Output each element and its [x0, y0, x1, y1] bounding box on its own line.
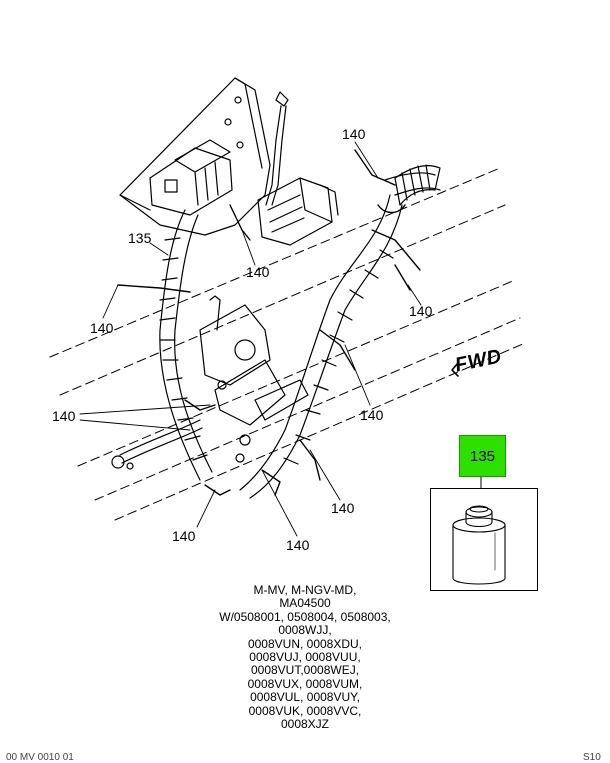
relay-connector-block: [149, 139, 233, 216]
note-line: MA04500: [279, 596, 331, 611]
callout-140-bottom-right: 140: [331, 500, 355, 516]
note-line: 0008VUJ, 0008VUU,: [249, 650, 361, 665]
note-line: 0008VUN, 0008XDU,: [247, 636, 363, 651]
note-line: 0008VUT,0008WEJ,: [250, 663, 360, 678]
note-line: 0008WJJ,: [278, 623, 332, 638]
callout-140-right-mid: 140: [360, 407, 384, 423]
harness-loom-right: [239, 172, 441, 499]
battery-terminal-stud: [265, 91, 289, 206]
footer-drawing-id: 00 MV 0010 01: [6, 752, 74, 763]
callout-140-lower-left: 140: [52, 408, 76, 424]
fwd-arrow: [451, 362, 459, 377]
inset-frame: [430, 488, 538, 591]
callout-leaders: [79, 141, 422, 537]
note-line: 0008VUX, 0008VUM,: [247, 676, 363, 691]
cable-ties: [117, 149, 421, 496]
corrugated-conduit: [394, 164, 441, 206]
callout-140-left: 140: [90, 320, 114, 336]
inset-part-number: 135: [459, 435, 506, 477]
callout-140-bottom-center: 140: [286, 537, 310, 553]
harness-loom-left: [159, 209, 213, 481]
callout-140-top-right: 140: [342, 126, 366, 142]
frame-rail-lines: [49, 167, 526, 521]
note-line: M-MV, M-NGV-MD,: [253, 583, 357, 597]
note-line: 0008VUL, 0008VUY,: [250, 690, 360, 705]
callout-140-right-upper: 140: [409, 303, 433, 319]
note-line: 0008VUK, 0008VVC,: [248, 703, 362, 718]
note-line: W/0508001, 0508004, 0508003,: [219, 609, 391, 624]
ground-cable: [111, 419, 203, 470]
callout-140-mid-center: 140: [246, 264, 270, 280]
applicability-notes: M-MV, M-NGV-MD, MA04500 W/0508001, 05080…: [190, 583, 420, 732]
callout-140-bottom-left: 140: [172, 528, 196, 544]
mounting-bracket-plate: [119, 77, 271, 236]
note-line: 0008XJZ: [280, 717, 330, 732]
footer-sheet: S10: [583, 752, 601, 763]
lower-mounting-bracket: [199, 295, 309, 463]
callout-135-left: 135: [128, 230, 152, 246]
main-connector: [257, 177, 339, 246]
adhesive-can-icon: [452, 505, 506, 585]
